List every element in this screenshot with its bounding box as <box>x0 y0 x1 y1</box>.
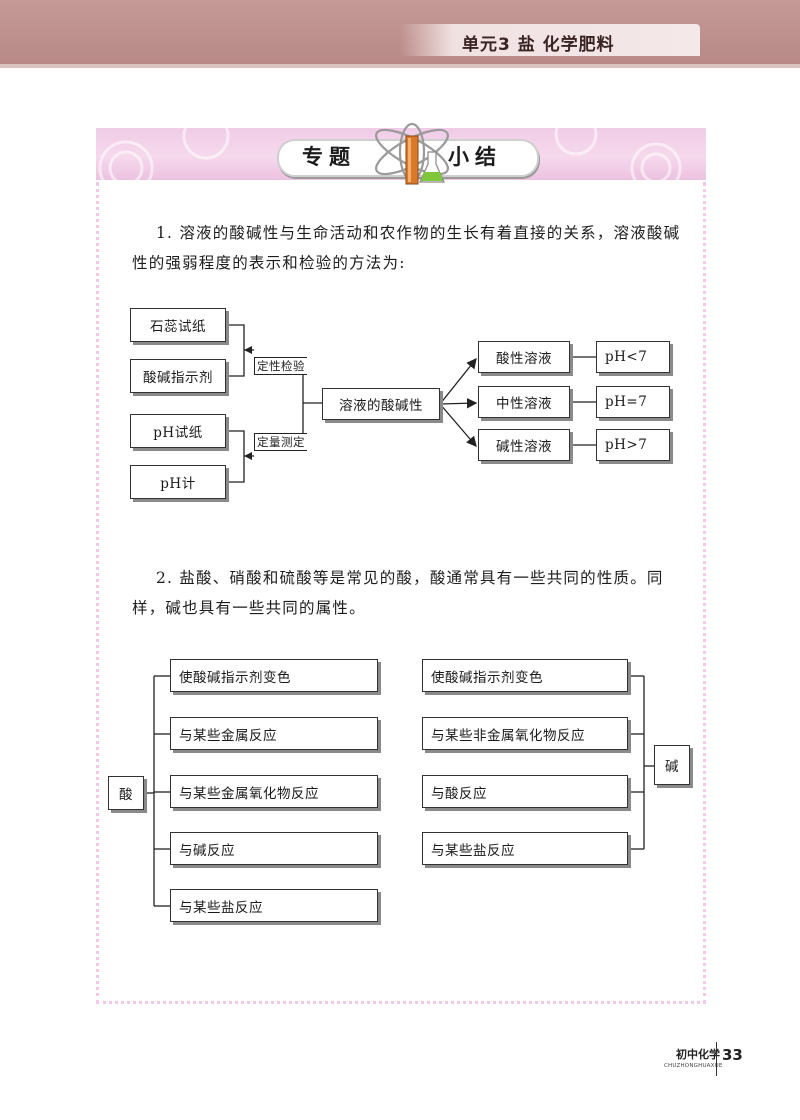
unit-tab <box>400 24 700 56</box>
unit-title: 单元3 盐 化学肥料 <box>462 35 615 55</box>
footer-divider <box>716 1042 717 1076</box>
base-box: 碱 <box>654 745 690 785</box>
quantitative-label: 定量测定 <box>254 433 307 451</box>
solution-acidity-box: 溶液的酸碱性 <box>322 388 440 420</box>
acid-box: 酸 <box>108 776 144 810</box>
summary-frame <box>96 182 706 1004</box>
banner-decoration <box>98 128 682 180</box>
litmus-paper-box: 石蕊试纸 <box>130 308 226 342</box>
ph-meter-box: pH计 <box>130 465 226 499</box>
banner-title-right: 小结 <box>448 145 502 169</box>
ph-greater-box: pH>7 <box>596 429 670 461</box>
banner-title-left: 专题 <box>302 145 356 169</box>
book-title: 初中化学 <box>676 1048 720 1061</box>
qualitative-label: 定性检验 <box>254 357 307 375</box>
acid-property-5: 与某些盐反应 <box>170 889 378 922</box>
acid-property-4: 与碱反应 <box>170 832 378 865</box>
acid-property-2: 与某些金属反应 <box>170 717 378 750</box>
ph-paper-box: pH试纸 <box>130 414 226 448</box>
basic-solution-box: 碱性溶液 <box>478 429 570 461</box>
acid-property-1: 使酸碱指示剂变色 <box>170 659 378 692</box>
acid-property-3: 与某些金属氧化物反应 <box>170 775 378 808</box>
section1-text: 1. 溶液的酸碱性与生命活动和农作物的生长有着直接的关系，溶液酸碱性的强弱程度的… <box>132 224 681 272</box>
neutral-solution-box: 中性溶液 <box>478 386 570 418</box>
ph-equal-box: pH=7 <box>596 386 670 418</box>
atom-flask-icon <box>375 122 449 185</box>
base-property-3: 与酸反应 <box>422 775 628 808</box>
ph-less-box: pH<7 <box>596 341 670 373</box>
section2-text: 2. 盐酸、硝酸和硫酸等是常见的酸，酸通常具有一些共同的性质。同样，碱也具有一些… <box>132 569 664 617</box>
acidic-solution-box: 酸性溶液 <box>478 341 570 373</box>
page-number: 33 <box>722 1046 743 1064</box>
book-pinyin: CHUZHONGHUAXUE <box>664 1063 723 1069</box>
base-property-4: 与某些盐反应 <box>422 832 628 865</box>
indicator-box: 酸碱指示剂 <box>130 359 226 393</box>
base-property-1: 使酸碱指示剂变色 <box>422 659 628 692</box>
base-property-2: 与某些非金属氧化物反应 <box>422 717 628 750</box>
